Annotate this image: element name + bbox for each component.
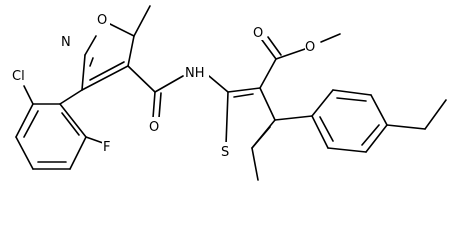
bond — [89, 57, 94, 67]
bond — [23, 85, 34, 105]
ester-oxygen-label: O — [305, 40, 315, 55]
bond — [81, 54, 86, 91]
bond — [84, 35, 97, 56]
bond — [233, 93, 254, 98]
bond — [424, 99, 447, 130]
bond — [225, 91, 229, 146]
molecule-diagram: Cl F N O O NH S O O — [12, 5, 447, 181]
bond — [152, 91, 156, 119]
chlorine-label: Cl — [12, 69, 25, 84]
bond — [227, 87, 261, 93]
bond — [59, 103, 87, 138]
bond — [267, 36, 282, 56]
bond — [158, 92, 162, 119]
bond — [259, 87, 276, 121]
bond — [89, 61, 125, 81]
bond — [15, 136, 34, 170]
fluorine-label: F — [103, 140, 110, 155]
thiophene-sulfur-label: S — [221, 145, 229, 160]
bond — [275, 48, 306, 60]
bond — [327, 147, 367, 153]
isoxazole-oxygen-label: O — [97, 13, 107, 28]
bond — [370, 94, 388, 126]
bond — [15, 103, 34, 138]
amide-nh-label: NH — [185, 66, 205, 81]
bond — [61, 112, 80, 136]
bond — [208, 75, 229, 93]
bond — [311, 89, 334, 117]
isoxazole-nitrogen-label: N — [61, 35, 71, 50]
bond — [85, 136, 104, 144]
bond — [336, 97, 367, 102]
atom-labels: Cl F N O O NH S O O — [12, 10, 318, 160]
bond — [154, 75, 184, 93]
bond — [311, 115, 329, 149]
structure-drawing: Cl F N O O NH S O O — [12, 5, 447, 181]
bond — [69, 136, 87, 170]
bond — [59, 89, 83, 105]
bond — [127, 65, 156, 93]
bond — [23, 110, 39, 138]
bond — [127, 35, 135, 67]
bond — [109, 23, 135, 37]
bond — [251, 147, 259, 181]
ester-carbonyl-oxygen-label: O — [253, 26, 263, 41]
bond — [332, 89, 372, 96]
bond — [81, 65, 129, 91]
bond — [320, 33, 341, 43]
bond — [319, 116, 334, 142]
bond — [259, 58, 277, 89]
bond — [133, 5, 151, 37]
bond — [274, 115, 313, 121]
bond — [386, 124, 426, 130]
bond — [261, 39, 277, 60]
bond — [361, 124, 380, 146]
bond — [365, 124, 388, 153]
amide-oxygen-label: O — [149, 120, 159, 135]
bond — [251, 126, 271, 149]
bonds — [15, 5, 447, 181]
